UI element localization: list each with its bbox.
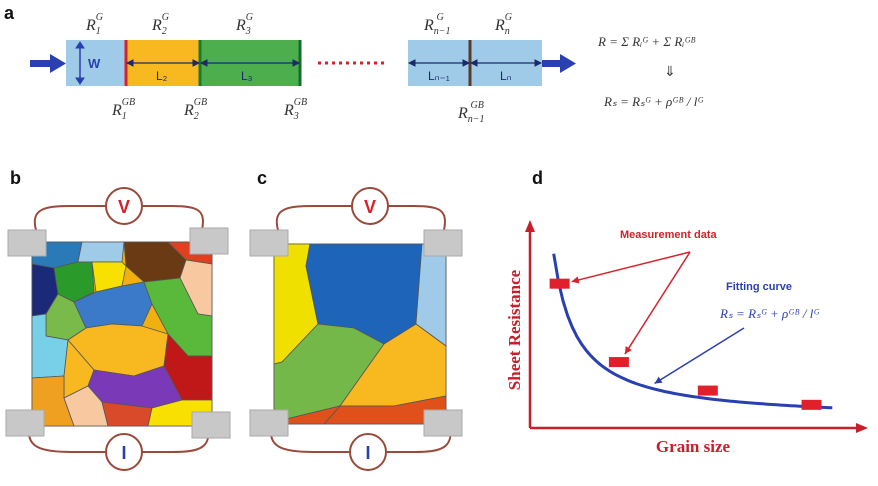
measurement-points-group bbox=[549, 278, 822, 410]
panel-d-letter: d bbox=[532, 168, 543, 188]
measurement-data-label: Measurement data bbox=[620, 229, 717, 241]
current-in-arrow bbox=[30, 54, 66, 73]
fitting-curve-group bbox=[552, 253, 833, 410]
voltmeter-circle bbox=[351, 187, 389, 225]
sheet-resistance-equation: Rₛ = Rₛᴳ + ρᴳᴮ / lᴳ bbox=[603, 94, 703, 109]
measurement-point bbox=[608, 357, 629, 368]
length-label-2: L₂ bbox=[156, 69, 168, 83]
large-grains bbox=[273, 243, 447, 425]
boundary-resistance-label-1: R1GB bbox=[111, 97, 135, 122]
boundary-resistance-label-n-minus-1: Rn−1GB bbox=[457, 100, 485, 125]
contact-pads bbox=[249, 229, 463, 437]
resistance-sum-equation: R = Σ Rᵢᴳ + Σ Rᵢᴳᴮ bbox=[597, 34, 696, 49]
length-label-3: L₃ bbox=[241, 69, 253, 83]
ammeter-label: I bbox=[365, 443, 370, 463]
y-axis-label: Sheet Resistance bbox=[505, 269, 524, 390]
panel-a-letter: a bbox=[4, 3, 15, 23]
measurement-pointer bbox=[571, 251, 691, 283]
voltmeter-wire-right bbox=[142, 205, 204, 231]
grain-resistance-label-n-minus-1: Rn−1G bbox=[423, 12, 451, 37]
x-axis-label: Grain size bbox=[656, 437, 731, 456]
measurement-point bbox=[549, 278, 570, 289]
length-arrows bbox=[125, 59, 543, 67]
fitting-curve bbox=[552, 253, 833, 410]
ammeter-circle bbox=[349, 433, 387, 471]
measurement-pointer-head bbox=[571, 276, 580, 284]
measurement-point bbox=[697, 385, 718, 396]
x-axis-arrowhead bbox=[856, 423, 868, 433]
boundary-resistance-label-2: R2GB bbox=[183, 97, 207, 122]
y-axis-arrowhead bbox=[525, 220, 535, 232]
contact-pads bbox=[5, 227, 231, 439]
fitting-equation-label: Rₛ = Rₛᴳ + ρᴳᴮ / lᴳ bbox=[719, 306, 819, 321]
panel-a-diagram: W L₂ L₃ Lₙ₋₁ Lₙ R1G R2G R3G Rn−1G RnG R1… bbox=[30, 12, 703, 125]
ammeter-label: I bbox=[121, 443, 126, 463]
panel-d-chart: Sheet Resistance Grain size Measurement … bbox=[505, 220, 868, 456]
fit-pointer bbox=[654, 327, 745, 385]
measurement-point bbox=[801, 399, 822, 410]
annotation-group bbox=[571, 251, 745, 385]
panel-b-diagram: V I bbox=[5, 187, 231, 471]
voltmeter-label: V bbox=[364, 197, 376, 217]
width-arrow bbox=[75, 41, 85, 85]
current-out-arrow bbox=[542, 54, 576, 73]
grain-resistance-label-2: R2G bbox=[151, 12, 169, 37]
length-label-n: Lₙ bbox=[500, 69, 512, 83]
measurement-pointer-head bbox=[624, 346, 632, 355]
panel-c-letter: c bbox=[257, 168, 268, 188]
polycrystal-grains bbox=[31, 241, 213, 427]
measurement-pointer bbox=[624, 251, 691, 355]
equation-down-arrow: ⇓ bbox=[664, 65, 676, 80]
fitting-curve-label: Fitting curve bbox=[726, 281, 792, 293]
grain-resistance-label-n: RnG bbox=[494, 12, 512, 37]
width-label: W bbox=[88, 56, 101, 71]
voltmeter-wire-right bbox=[388, 205, 446, 231]
panel-c-diagram: V I bbox=[249, 187, 463, 471]
fit-pointer-head bbox=[654, 376, 663, 384]
voltmeter-label: V bbox=[118, 197, 130, 217]
boundary-resistance-label-3: R3GB bbox=[283, 97, 307, 122]
ammeter-circle bbox=[105, 433, 143, 471]
length-label-n-minus-1: Lₙ₋₁ bbox=[428, 69, 450, 83]
voltmeter-wire-left bbox=[275, 205, 352, 231]
grain-resistance-label-1: R1G bbox=[85, 12, 103, 37]
chart-axes bbox=[525, 220, 868, 433]
grain-resistance-label-3: R3G bbox=[235, 12, 253, 37]
panel-b-letter: b bbox=[10, 168, 21, 188]
voltmeter-circle bbox=[105, 187, 143, 225]
voltmeter-wire-left bbox=[33, 205, 106, 231]
